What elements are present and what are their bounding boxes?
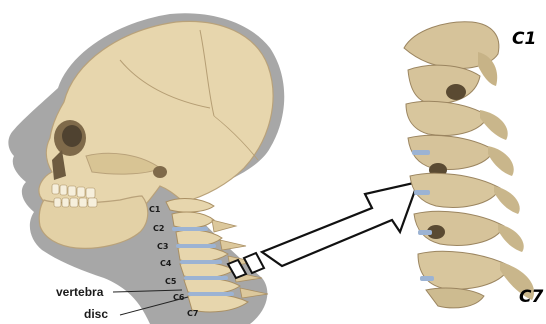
label-c1: C1 xyxy=(149,205,161,214)
connector-arrow xyxy=(228,182,418,278)
label-c4: C4 xyxy=(160,259,172,268)
label-c3: C3 xyxy=(157,242,168,251)
disc-callout: disc xyxy=(84,307,108,321)
label-c5: C5 xyxy=(165,277,177,286)
label-c2: C2 xyxy=(153,224,164,233)
label-top-c1: C1 xyxy=(512,29,536,49)
label-bottom-c7: C7 xyxy=(519,287,543,307)
vertebra-callout: vertebra xyxy=(56,285,104,299)
label-c7: C7 xyxy=(187,309,198,318)
right-cervical-spine-3d xyxy=(404,22,534,308)
